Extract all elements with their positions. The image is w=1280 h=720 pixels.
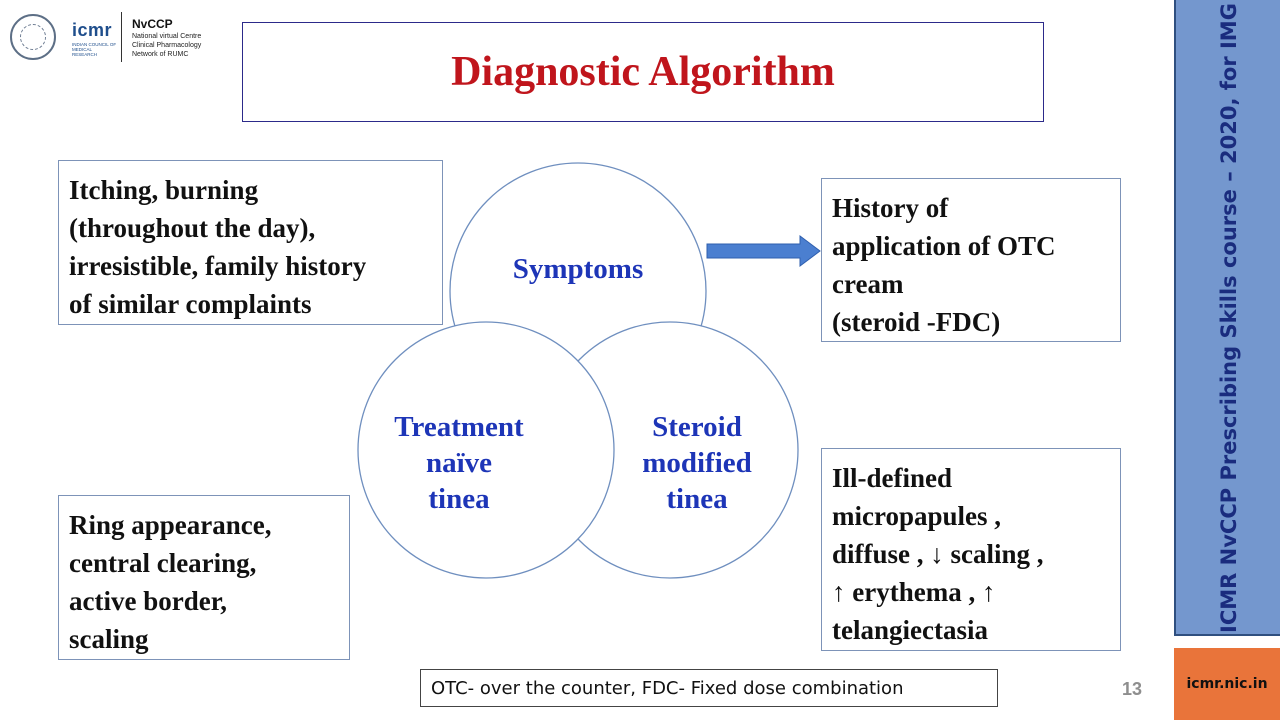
nvccp-logo-title: NvCCP xyxy=(132,17,173,31)
nvccp-logo-line: Clinical Pharmacology xyxy=(132,42,202,49)
box-line: (steroid -FDC) xyxy=(832,307,1001,337)
symptoms-description-box: Itching, burning (throughout the day), i… xyxy=(58,160,443,325)
steroid-modified-label-line: Steroid xyxy=(652,411,742,443)
treatment-naive-label-line: naïve xyxy=(426,447,492,479)
box-line: cream xyxy=(832,269,904,299)
box-line: Ring appearance, xyxy=(69,510,272,540)
box-line: diffuse , ↓ scaling , xyxy=(832,539,1044,569)
symptoms-label: Symptoms xyxy=(513,253,644,285)
steroid-modified-label-line: modified xyxy=(642,447,752,479)
box-line: telangiectasia xyxy=(832,615,988,645)
treatment-naive-label-line: Treatment xyxy=(394,411,524,443)
box-line: ↑ erythema , ↑ xyxy=(832,577,996,607)
box-line: Itching, burning xyxy=(69,175,259,205)
box-line: central clearing, xyxy=(69,548,257,578)
treatment-naive-label-line: tinea xyxy=(428,483,490,515)
venn-diagram: Symptoms Treatment naïve tinea Steroid m… xyxy=(357,162,821,579)
box-line: irresistible, family history xyxy=(69,251,367,281)
box-line: application of OTC xyxy=(832,231,1056,261)
box-line: Ill-defined xyxy=(832,463,953,493)
otc-history-box: History of application of OTC cream (ste… xyxy=(821,178,1121,342)
box-line: of similar complaints xyxy=(69,289,312,319)
course-sidebar: ICMR NvCCP Prescribing Skills course – 2… xyxy=(1174,0,1280,636)
slide-title: Diagnostic Algorithm xyxy=(451,49,835,95)
icmr-logo-subtext: INDIAN COUNCIL OF MEDICAL RESEARCH xyxy=(72,42,117,57)
box-line: scaling xyxy=(69,624,149,654)
logo-divider xyxy=(121,12,122,62)
box-line: (throughout the day), xyxy=(69,213,316,243)
treatment-naive-circle xyxy=(357,321,615,579)
slide-title-box: Diagnostic Algorithm xyxy=(242,22,1044,122)
nvccp-logo-line: National virtual Centre xyxy=(132,33,202,40)
box-line: micropapules , xyxy=(832,501,1002,531)
abbreviation-footnote: OTC- over the counter, FDC- Fixed dose c… xyxy=(420,669,998,707)
steroid-modified-label-line: tinea xyxy=(666,483,728,515)
page-number: 13 xyxy=(1122,679,1143,699)
treatment-naive-features-box: Ring appearance, central clearing, activ… xyxy=(58,495,350,660)
institution-seal-icon xyxy=(10,14,56,60)
box-line: active border, xyxy=(69,586,227,616)
steroid-modified-features-box: Ill-defined micropapules , diffuse , ↓ s… xyxy=(821,448,1121,651)
icmr-logo: icmr xyxy=(72,20,113,40)
right-arrow-icon xyxy=(706,235,821,267)
course-title-vertical: ICMR NvCCP Prescribing Skills course – 2… xyxy=(1217,3,1241,633)
website-link[interactable]: icmr.nic.in xyxy=(1174,648,1280,720)
website-link-label: icmr.nic.in xyxy=(1186,676,1268,692)
box-line: History of xyxy=(832,193,949,223)
nvccp-logo-line: Network of RUMC xyxy=(132,51,189,58)
